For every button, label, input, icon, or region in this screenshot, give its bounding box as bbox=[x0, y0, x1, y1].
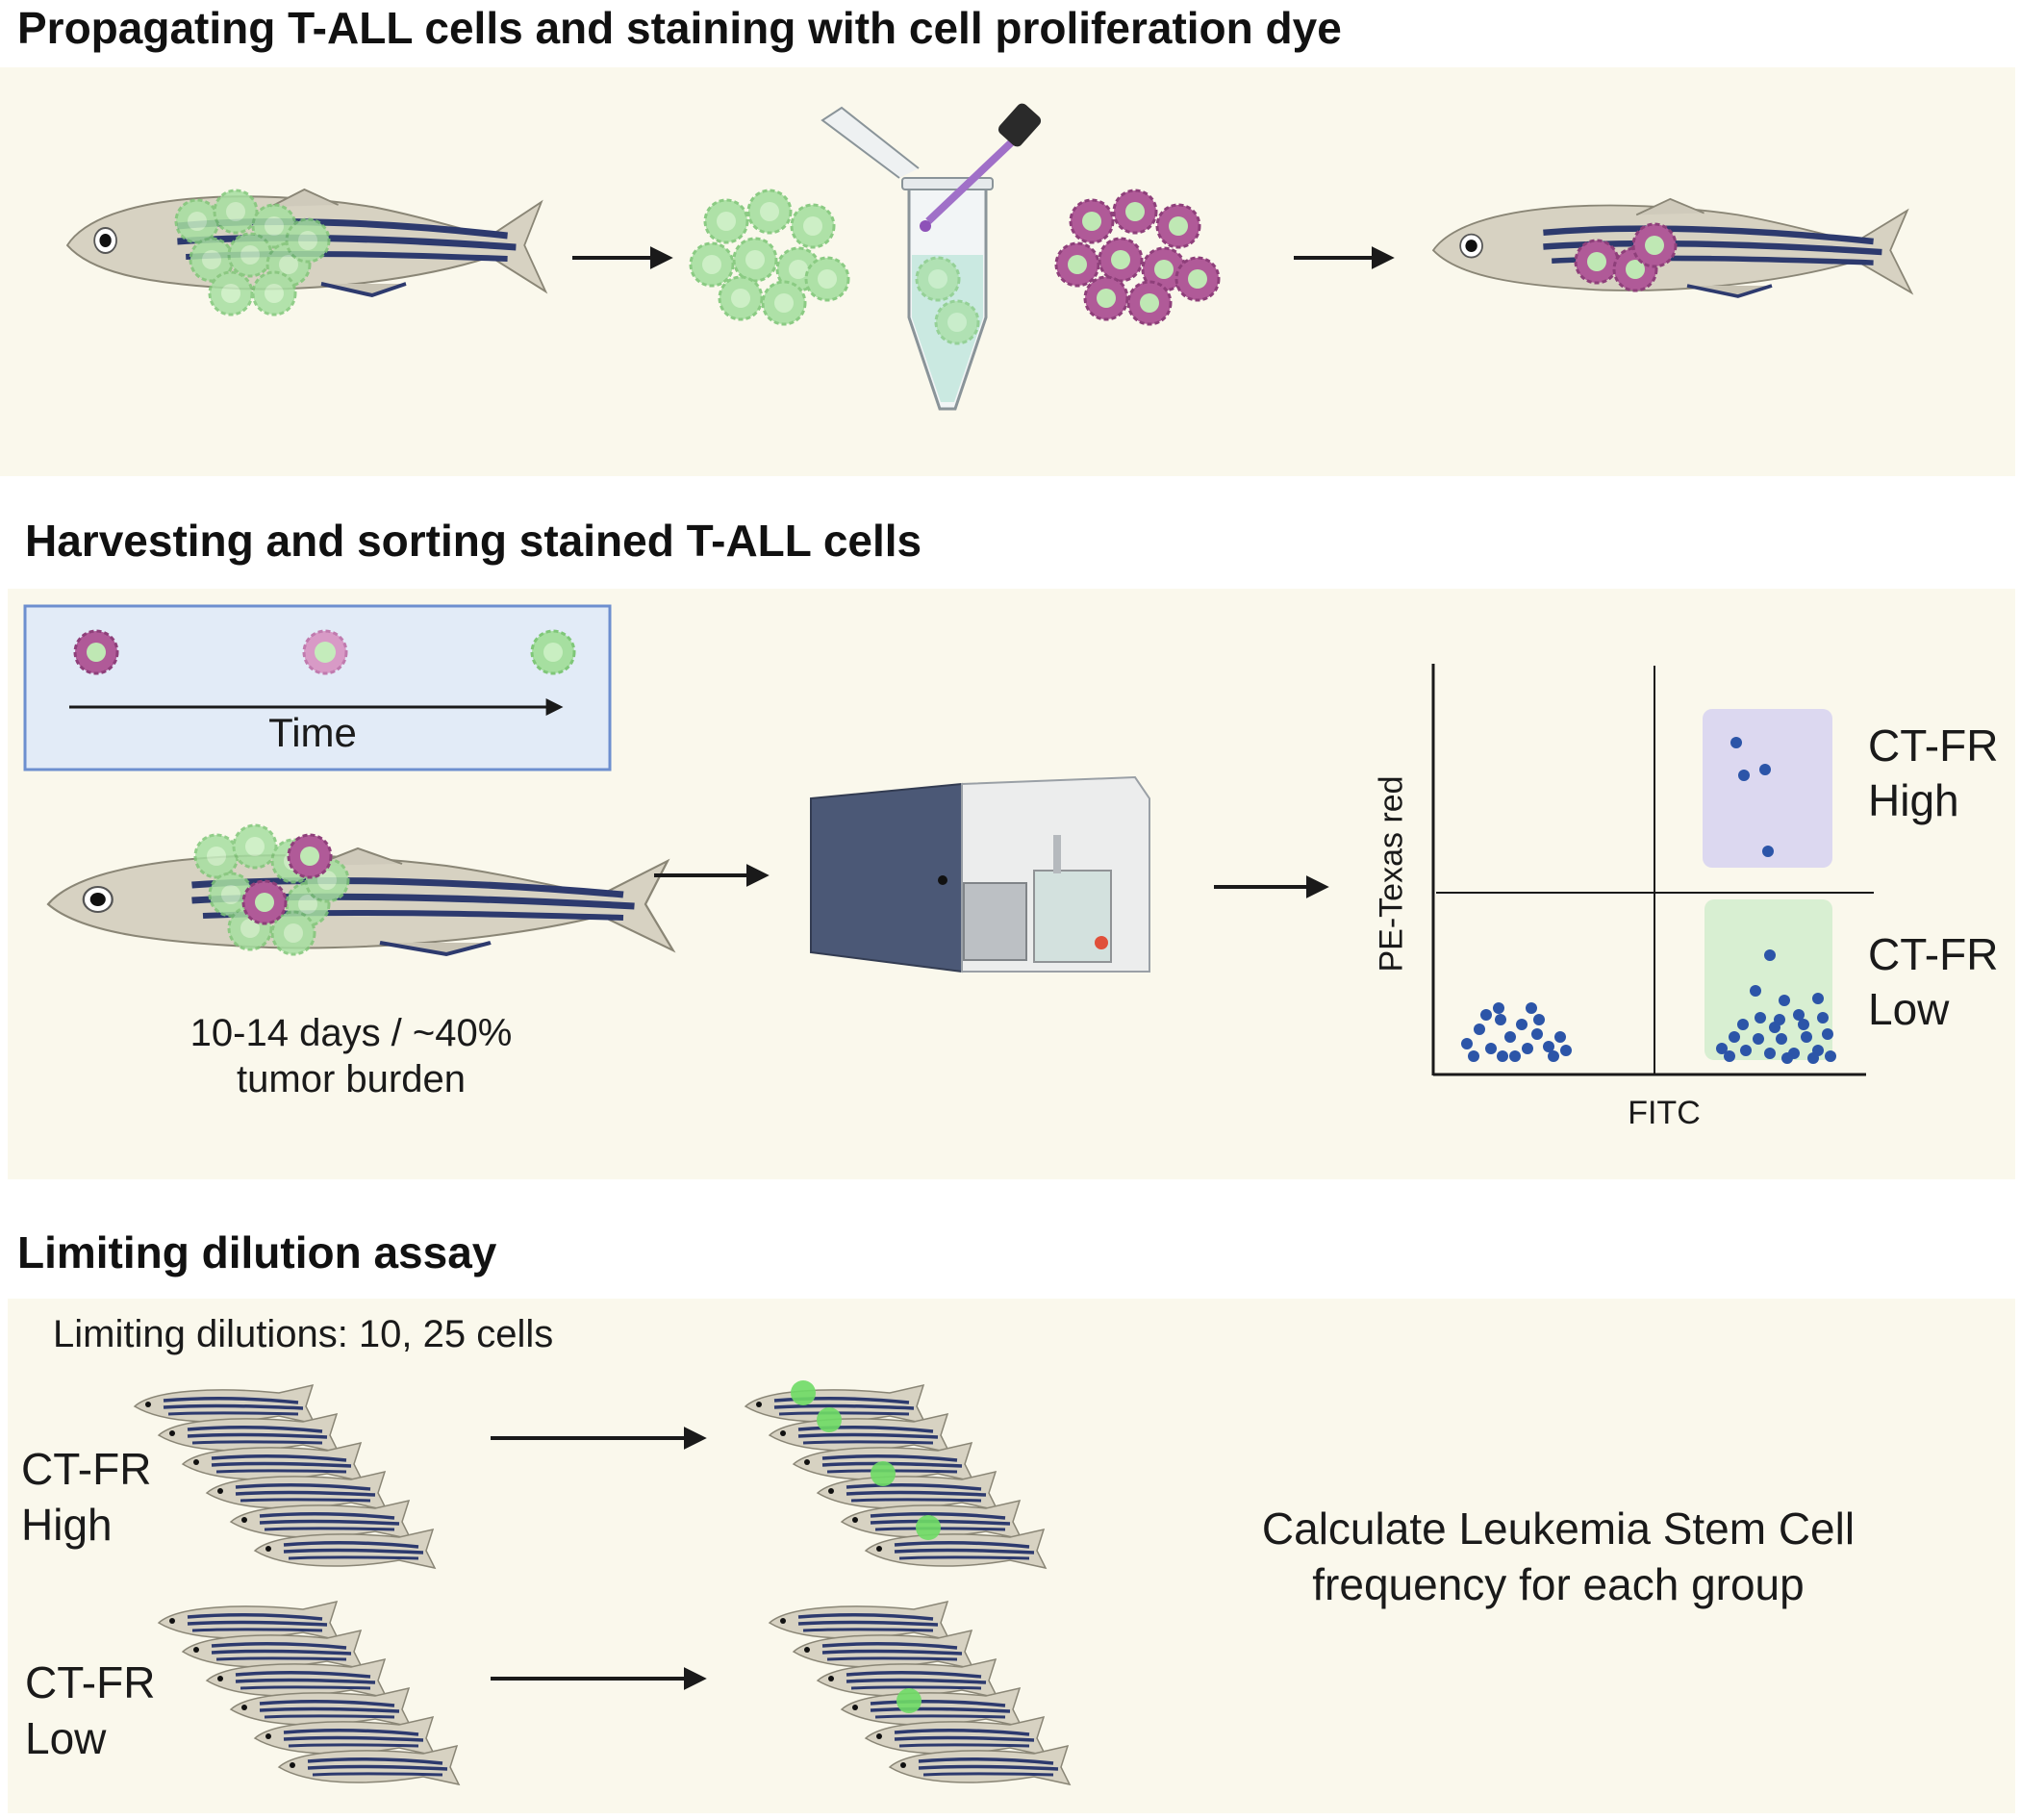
time-legend-box bbox=[23, 604, 612, 771]
green-cell-cluster bbox=[689, 189, 850, 326]
section-3-title: Limiting dilution assay bbox=[17, 1227, 497, 1277]
section-2-title: Harvesting and sorting stained T-ALL cel… bbox=[25, 516, 922, 566]
dilutions-label: Limiting dilutions: 10, 25 cells bbox=[53, 1313, 554, 1355]
result-line1: Calculate Leukemia Stem Cell bbox=[1261, 1504, 1856, 1554]
high-population-dots bbox=[1730, 737, 1774, 857]
result-line2: frequency for each group bbox=[1312, 1559, 1805, 1609]
group-high-line1: CT-FR bbox=[21, 1444, 152, 1494]
x-axis-label: FITC bbox=[1628, 1095, 1701, 1131]
fish-with-stained-tumor bbox=[48, 823, 673, 954]
y-axis-label: PE-Texas red bbox=[1373, 775, 1410, 973]
tube-and-dropper bbox=[821, 103, 1042, 411]
group-low-line1: CT-FR bbox=[25, 1657, 156, 1707]
fish-group-low-after bbox=[768, 1600, 1072, 1786]
gate-high-box bbox=[1703, 709, 1832, 868]
low-population-dots bbox=[1716, 949, 1836, 1064]
section-1-title: Propagating T-ALL cells and staining wit… bbox=[17, 3, 1342, 53]
fish-group-high-after bbox=[744, 1380, 1048, 1570]
gate-low-label-line2: Low bbox=[1868, 984, 1950, 1034]
fish-injected-magenta bbox=[1433, 199, 1911, 296]
group-low-line2: Low bbox=[25, 1713, 107, 1763]
gate-low-label-line1: CT-FR bbox=[1868, 929, 1999, 979]
fish-group-low-before bbox=[157, 1600, 461, 1786]
magenta-cell-cluster bbox=[1054, 189, 1221, 326]
fish-caption-line2: tumor burden bbox=[237, 1058, 466, 1100]
fish-group-high-before bbox=[133, 1383, 437, 1570]
gate-high-label-line1: CT-FR bbox=[1868, 720, 1999, 771]
cell-sorter-machine bbox=[810, 775, 1150, 973]
flow-plot bbox=[1431, 664, 1874, 1076]
time-label: Time bbox=[268, 710, 357, 755]
fish-caption-line1: 10-14 days / ~40% bbox=[189, 1012, 513, 1054]
negative-population-dots bbox=[1461, 1002, 1572, 1062]
gate-high-label-line2: High bbox=[1868, 775, 1959, 825]
group-high-line2: High bbox=[21, 1500, 113, 1550]
gate-low-box bbox=[1704, 899, 1832, 1060]
cell-high-dye-icon bbox=[73, 629, 119, 675]
fish-with-tumor bbox=[67, 190, 545, 316]
